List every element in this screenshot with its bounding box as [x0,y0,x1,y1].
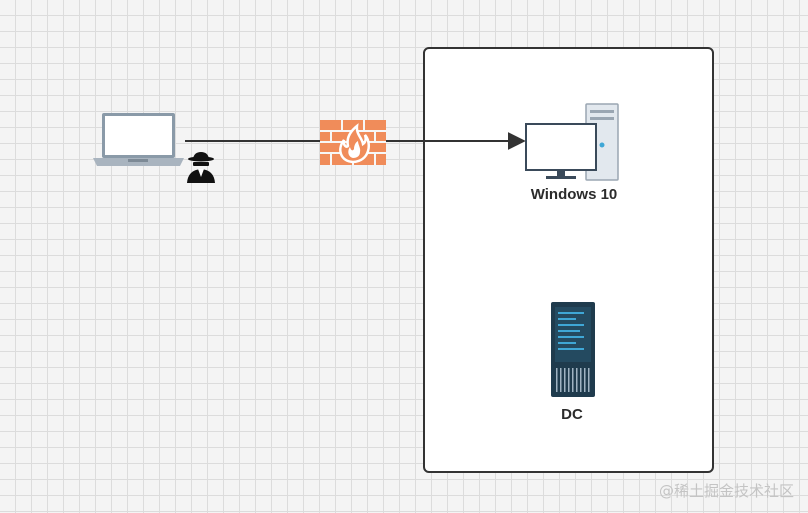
dc-label: DC [561,406,583,423]
firewall-icon [320,120,386,165]
laptop-icon [93,113,184,166]
internal-network-boundary [423,47,714,473]
desktop-workstation-icon [525,103,619,181]
watermark: @稀土掘金技术社区 [658,482,794,500]
server-rack-icon [551,302,595,397]
windows10-label: Windows 10 [530,186,618,203]
hacker-icon [187,152,215,183]
